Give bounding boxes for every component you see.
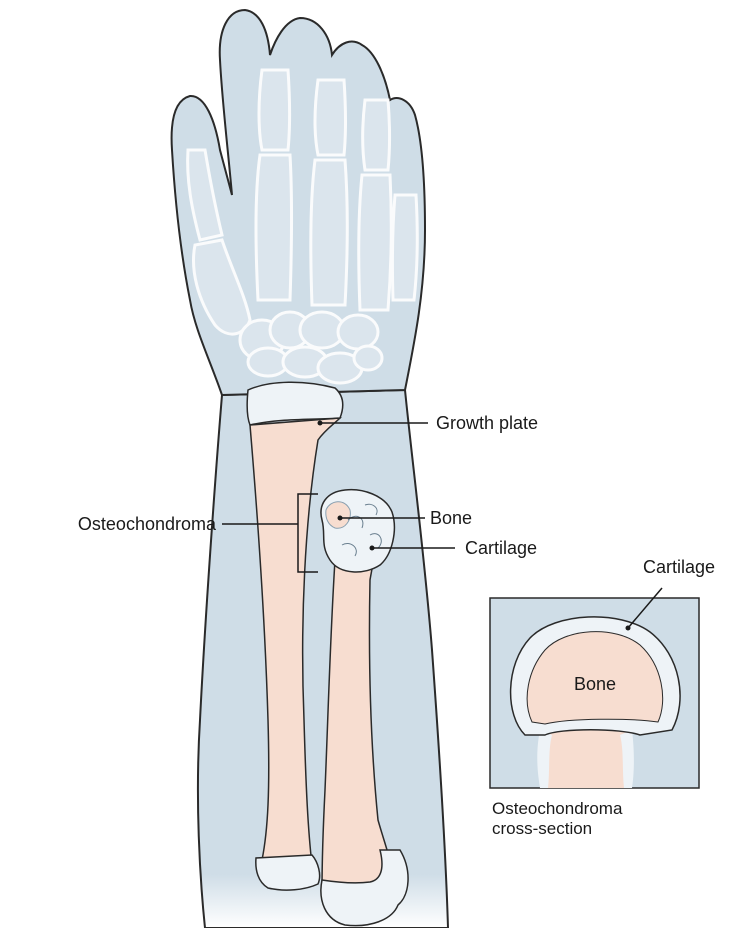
growth-plate-cap [247,382,343,425]
inset-label-bone: Bone [574,674,616,694]
inset-label-cartilage: Cartilage [643,557,715,577]
label-growth-plate: Growth plate [436,413,538,433]
label-osteochondroma: Osteochondroma [78,514,217,534]
label-cartilage: Cartilage [465,538,537,558]
label-bone: Bone [430,508,472,528]
osteochondroma-growth [321,490,394,572]
inset-caption-line2: cross-section [492,819,592,838]
inset-caption-line1: Osteochondroma [492,799,623,818]
